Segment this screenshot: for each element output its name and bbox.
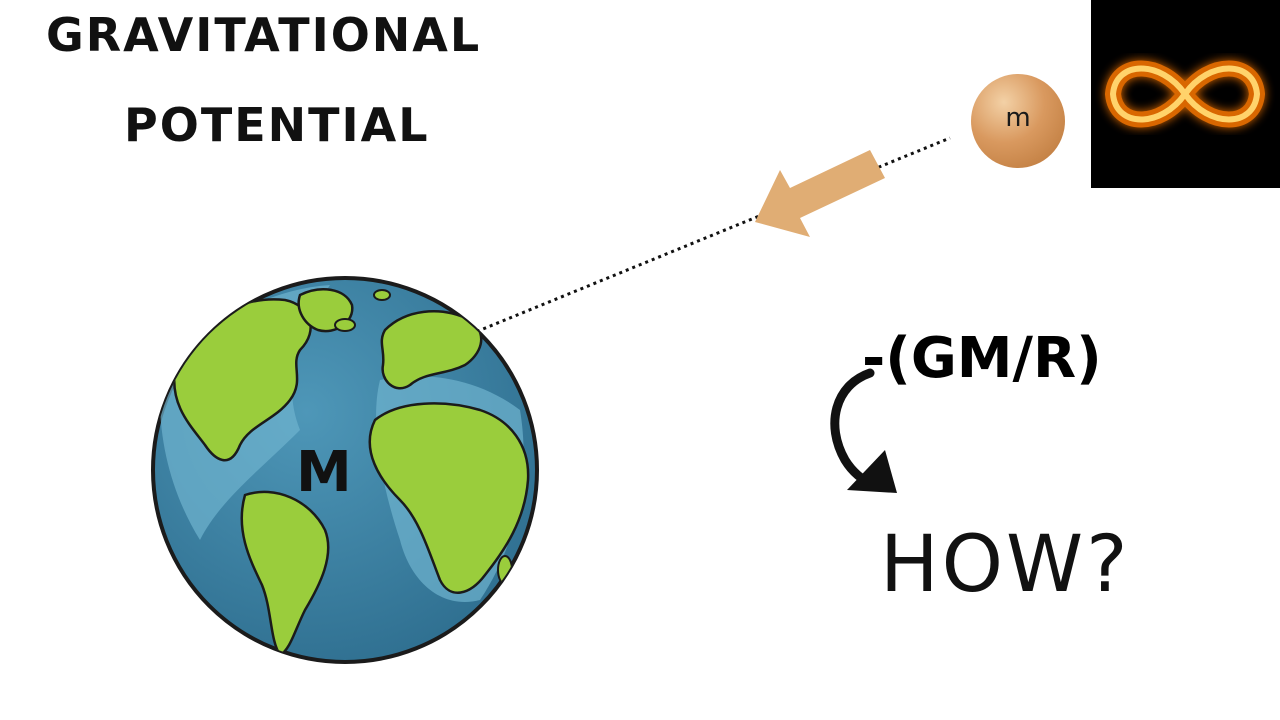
earth-globe — [151, 276, 539, 664]
infinity-image — [1091, 0, 1280, 188]
earth-mass-label: M — [296, 440, 352, 505]
continent-africa — [368, 402, 530, 594]
small-mass-ball: m — [971, 74, 1065, 168]
continent-north-america — [172, 298, 312, 462]
title-line-2: POTENTIAL — [124, 98, 430, 152]
continent-europe — [380, 310, 483, 390]
question-text: HOW? — [880, 520, 1131, 610]
direction-arrow — [755, 150, 885, 237]
curved-arrow — [830, 368, 897, 493]
title-line-1: GRAVITATIONAL — [46, 8, 482, 62]
continent-south-america — [240, 490, 330, 657]
infinity-icon — [1104, 60, 1266, 128]
formula-text: -(GM/R) — [862, 326, 1102, 391]
small-mass-label: m — [1005, 103, 1031, 133]
